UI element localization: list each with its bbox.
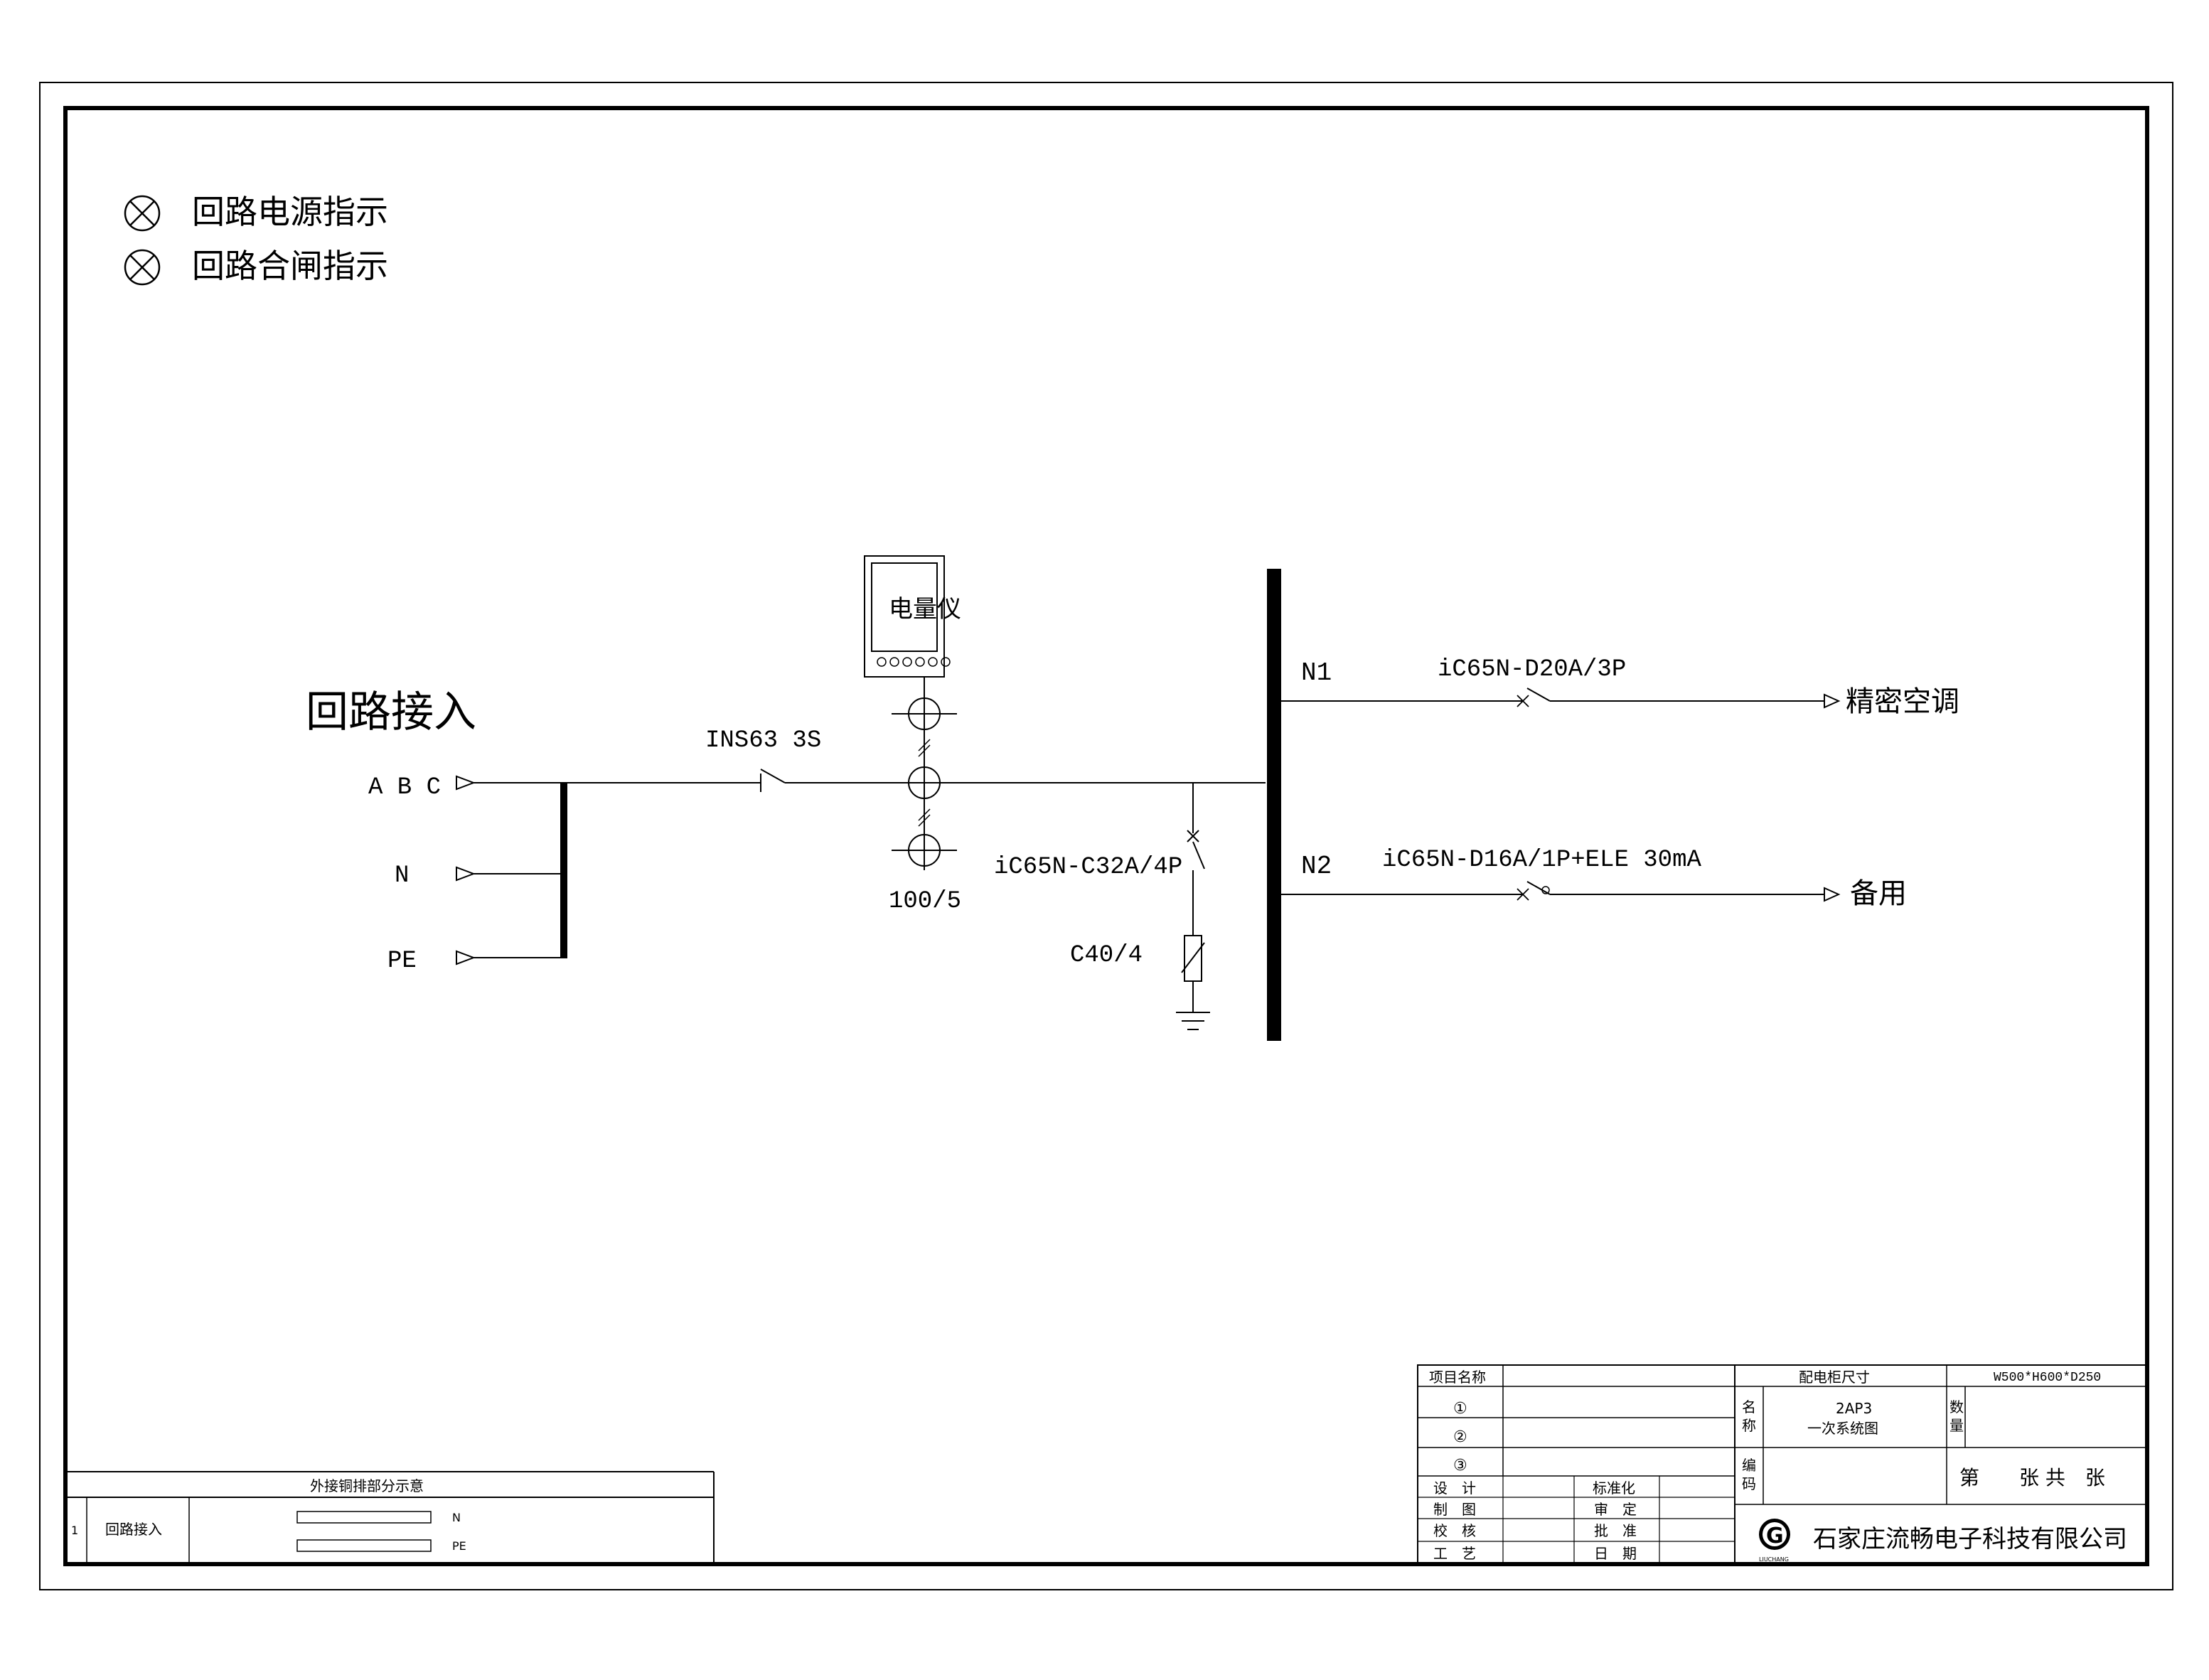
circle-2-label: ② (1453, 1428, 1467, 1446)
terminal-arrow-icon (456, 866, 476, 882)
company-logo-caption: LIUCHANG (1759, 1556, 1789, 1563)
meter-buttons-icon (877, 657, 951, 667)
spd-label: C40/4 (1070, 942, 1143, 969)
terminal-arrow-icon (456, 950, 476, 965)
circuit-breaker-icon (1517, 687, 1551, 707)
drawing-number: 2AP3 (1836, 1400, 1872, 1417)
inner-border (63, 106, 2149, 1566)
indicator-lamp-icon (124, 249, 161, 286)
review-label: 审 定 (1594, 1501, 1637, 1518)
cabinet-size-value: W500*H600*D250 (1994, 1371, 2101, 1385)
draw-label: 制 图 (1433, 1501, 1476, 1518)
busbar-row-no: 1 (71, 1524, 78, 1537)
wire-tick-icon (918, 739, 931, 827)
spd-breaker-label: iC65N-C32A/4P (994, 854, 1182, 881)
design-label: 设 计 (1433, 1480, 1476, 1497)
branch-load-n2: 备用 (1850, 877, 1907, 910)
title-block: 项目名称 ① ② ③ 设 计 制 图 校 核 工 艺 标准化 审 定 批 准 日… (1417, 1364, 2148, 1565)
check-label: 校 核 (1433, 1522, 1476, 1539)
current-transformer-icon (892, 766, 957, 799)
busbar-row-name: 回路接入 (105, 1521, 162, 1538)
branch-load-n1: 精密空调 (1846, 685, 1959, 718)
circuit: 回路接入 A B C N PE INS63 3S 电量仪 (306, 555, 1959, 1041)
surge-protector-icon (1181, 935, 1205, 982)
qty-label-top: 数 (1949, 1398, 1964, 1416)
branch-id-n2: N2 (1301, 852, 1332, 881)
input-label-n: N (395, 862, 409, 889)
power-meter: 电量仪 (864, 555, 961, 678)
sheet-info: 第 张 共 张 (1959, 1466, 2105, 1489)
busbar-n-bar (296, 1511, 432, 1524)
indicator-lamp-icon (124, 195, 161, 232)
busbar-n-label: N (452, 1511, 461, 1524)
branch-breaker-n1: iC65N-D20A/3P (1438, 656, 1626, 683)
terminal-arrow-icon (456, 775, 476, 791)
main-switch-label: INS63 3S (705, 727, 821, 754)
legend-label-closing: 回路合闸指示 (192, 247, 388, 285)
busbar-pe-bar (296, 1539, 432, 1552)
branch-id-n1: N1 (1301, 658, 1332, 687)
company-logo: G LIUCHANG (1759, 1519, 1790, 1563)
date-label: 日 期 (1594, 1545, 1637, 1562)
input-label-pe: PE (387, 948, 417, 975)
outer-border (39, 82, 2173, 1590)
branch-breaker-n2: iC65N-D16A/1P+ELE 30mA (1382, 847, 1701, 874)
spd-breaker-icon (1187, 830, 1205, 870)
busbar-table: 外接铜排部分示意 1 回路接入 N PE (65, 1471, 715, 1564)
output-arrow-icon (1824, 693, 1841, 709)
input-busbar (560, 782, 567, 958)
craft-label: 工 艺 (1433, 1545, 1476, 1562)
isolator-switch-icon (760, 769, 786, 792)
qty-label-bottom: 量 (1949, 1417, 1964, 1434)
name-label-top: 名 (1742, 1398, 1756, 1416)
drawing-name: 一次系统图 (1807, 1420, 1878, 1437)
company-name: 石家庄流畅电子科技有限公司 (1813, 1525, 2127, 1553)
rcbo-breaker-icon (1517, 881, 1551, 901)
main-busbar (1267, 569, 1281, 1041)
power-meter-label: 电量仪 (889, 595, 961, 624)
busbar-table-title: 外接铜排部分示意 (310, 1477, 424, 1494)
company-logo-letter: G (1766, 1524, 1784, 1548)
standardize-label: 标准化 (1593, 1480, 1635, 1497)
cabinet-size-label: 配电柜尺寸 (1799, 1369, 1870, 1386)
ct-ratio-label: 100/5 (889, 888, 961, 915)
project-name-label: 项目名称 (1429, 1369, 1486, 1386)
input-label-abc: A B C (368, 774, 441, 801)
circle-1-label: ① (1453, 1400, 1467, 1418)
current-transformer-icon (892, 697, 957, 730)
circuit-title: 回路接入 (306, 687, 476, 737)
legend-label-power: 回路电源指示 (192, 193, 388, 231)
code-label-bottom: 码 (1742, 1475, 1756, 1492)
ground-icon (1176, 1012, 1210, 1030)
busbar-pe-label: PE (452, 1539, 466, 1553)
legend: 回路电源指示 回路合闸指示 (124, 193, 388, 286)
name-label-bottom: 称 (1742, 1417, 1756, 1434)
code-label-top: 编 (1742, 1457, 1756, 1474)
current-transformer-icon (892, 834, 957, 867)
output-arrow-icon (1824, 887, 1841, 902)
approve-label: 批 准 (1594, 1522, 1637, 1539)
circle-3-label: ③ (1453, 1457, 1467, 1475)
